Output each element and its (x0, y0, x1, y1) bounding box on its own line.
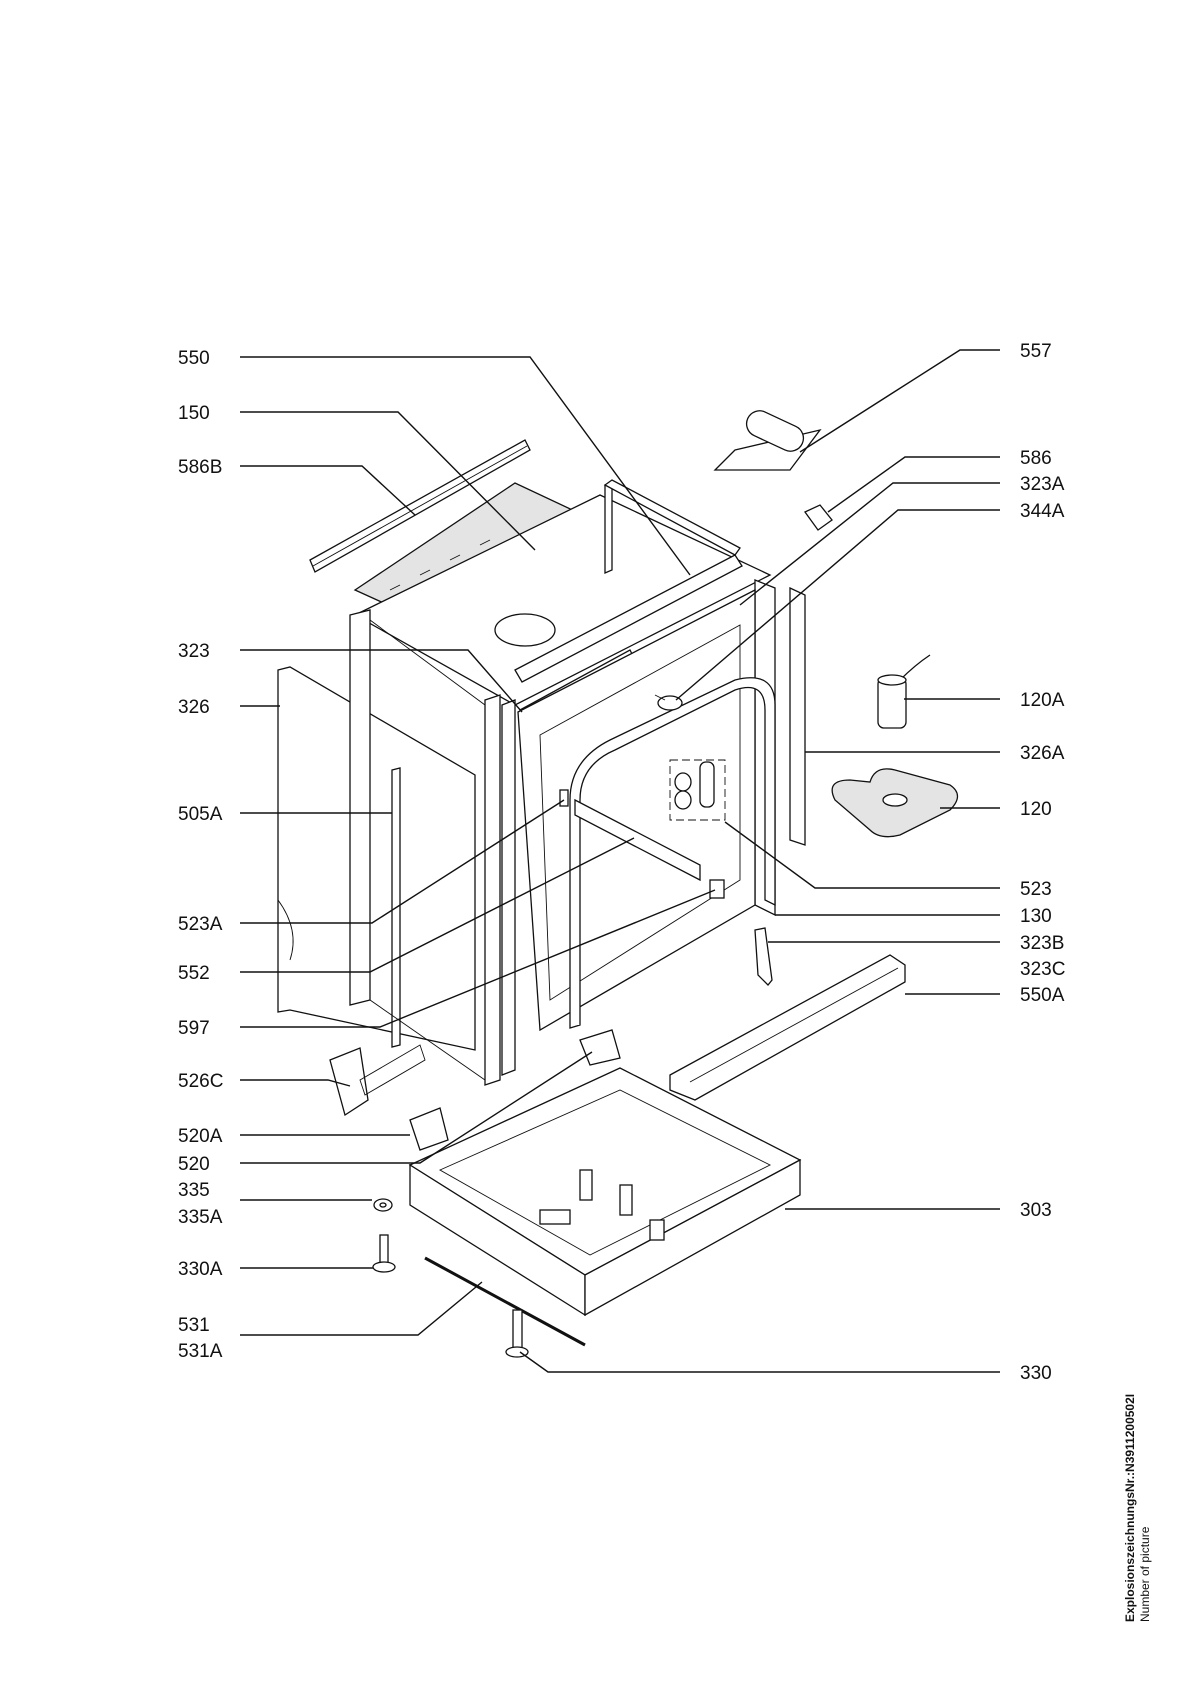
callout-597: 597 (178, 1018, 210, 1039)
callout-326: 326 (178, 697, 210, 718)
number-of-picture-note: Number of picture (1138, 1526, 1152, 1622)
callout-531A: 531A (178, 1341, 223, 1362)
callout-326A: 326A (1020, 743, 1065, 764)
part-rod-531 (424, 1256, 586, 1347)
callout-323C: 323C (1020, 959, 1065, 980)
part-tub-top (353, 494, 772, 706)
part-screw-330A (379, 1234, 389, 1266)
callout-330: 330 (1020, 1363, 1052, 1384)
callout-586B: 586B (178, 457, 222, 478)
part-heater-bar (574, 798, 701, 882)
leader-lines (240, 349, 1000, 1373)
callout-130: 130 (1020, 906, 1052, 927)
callout-531: 531 (178, 1315, 210, 1336)
callout-labels: 550 150 586B 323 326 505A 523A 552 597 5… (178, 341, 1065, 1384)
callout-526C: 526C (178, 1071, 223, 1092)
callout-323A: 323A (1020, 474, 1065, 495)
part-bracket-526C (329, 1047, 369, 1117)
part-screw-330 (512, 1309, 523, 1351)
callout-523A: 523A (178, 914, 223, 935)
part-left-frame (349, 609, 371, 1006)
callout-303: 303 (1020, 1200, 1052, 1221)
callout-120A: 120A (1020, 690, 1065, 711)
callout-344A: 344A (1020, 501, 1065, 522)
callout-505A: 505A (178, 804, 223, 825)
callout-520A: 520A (178, 1126, 223, 1147)
part-bracket-323B (754, 927, 773, 986)
part-clip-520A (409, 1107, 449, 1151)
part-top-crossbar (514, 554, 743, 683)
callout-523: 523 (1020, 879, 1052, 900)
callout-330A: 330A (178, 1259, 223, 1280)
callout-557: 557 (1020, 341, 1052, 362)
callout-323B: 323B (1020, 933, 1064, 954)
part-connector-520 (579, 1029, 621, 1066)
callout-323: 323 (178, 641, 210, 662)
part-inlet-fitting (669, 759, 726, 821)
part-clip-597 (709, 879, 725, 899)
parts-illustration (277, 410, 959, 1358)
callout-120: 120 (1020, 799, 1052, 820)
part-side-panel-left (277, 666, 476, 1051)
callout-335: 335 (178, 1180, 210, 1201)
callout-150: 150 (178, 403, 210, 424)
drawing-number-note: ExplosionszeichnungsNr.:N3911200502I (1123, 1393, 1137, 1622)
callout-550: 550 (178, 348, 210, 369)
callout-586: 586 (1020, 448, 1052, 469)
part-door-gasket (569, 677, 776, 1029)
part-clip-523A (559, 789, 569, 807)
part-bracket-586 (804, 504, 833, 531)
callout-552: 552 (178, 963, 210, 984)
callout-520: 520 (178, 1154, 210, 1175)
callout-335A: 335A (178, 1207, 223, 1228)
callout-550A: 550A (1020, 985, 1065, 1006)
part-side-panel-right (789, 586, 806, 846)
part-base-303 (408, 1067, 802, 1276)
part-rail-550A (669, 954, 906, 1101)
